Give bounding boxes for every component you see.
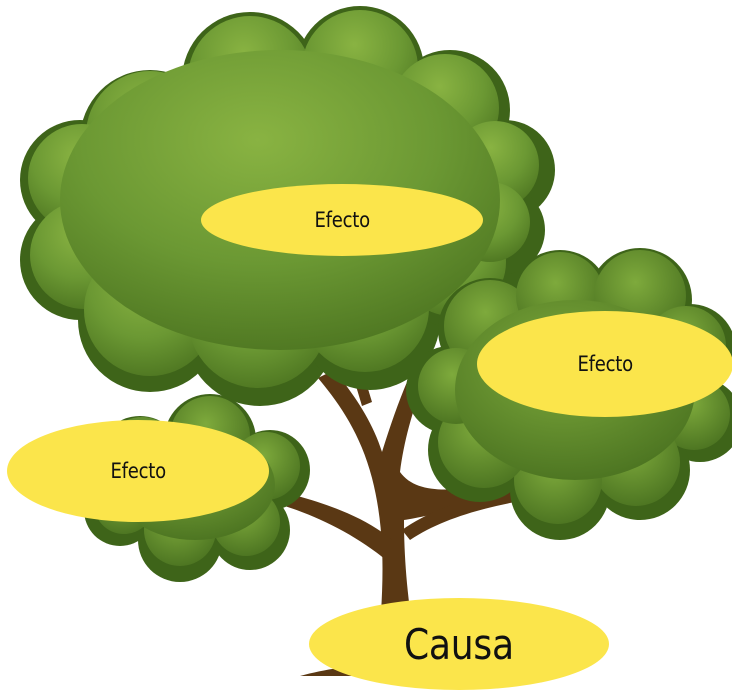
effect-label-right: Efecto	[577, 352, 633, 376]
effect-oval-left: Efecto	[7, 420, 269, 522]
cause-oval: Causa	[309, 598, 609, 690]
cause-label: Causa	[404, 619, 514, 669]
effect-label-top: Efecto	[314, 208, 370, 232]
main-canopy	[20, 6, 555, 406]
effect-label-left: Efecto	[110, 459, 166, 483]
effect-oval-right: Efecto	[477, 311, 732, 417]
effect-oval-top: Efecto	[201, 184, 483, 256]
